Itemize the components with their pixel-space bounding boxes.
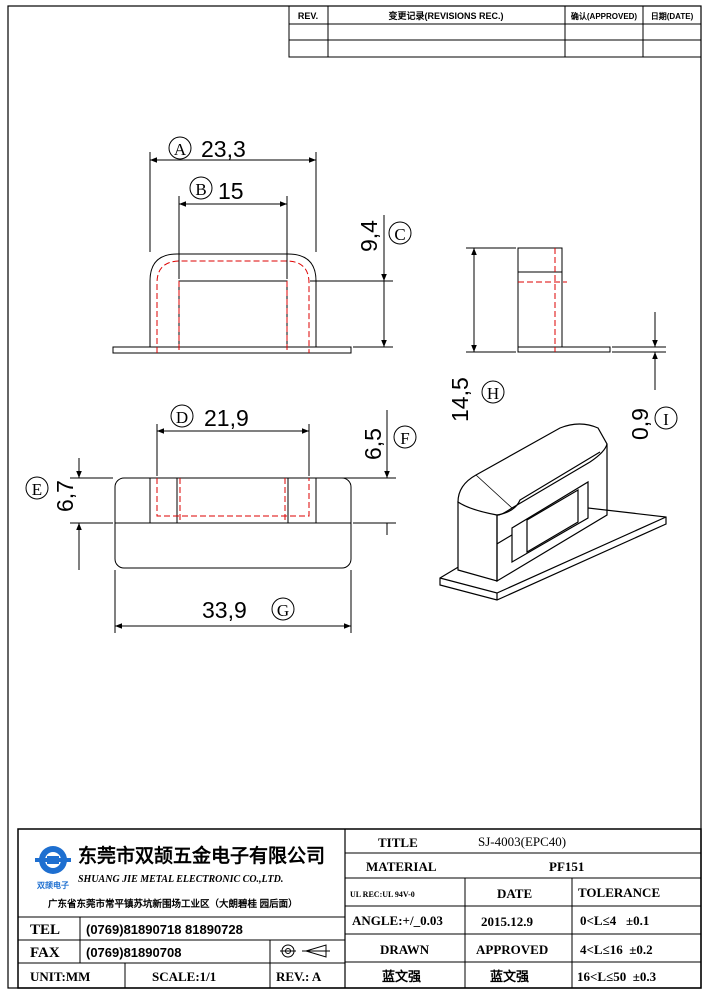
dimension-a: A 23,3 bbox=[149, 136, 317, 252]
tolerance-row-2: 4<L≤16 ±0.2 bbox=[580, 942, 653, 957]
dimension-f: 6,5 F bbox=[318, 410, 417, 535]
dimension-h-value: 14,5 bbox=[447, 377, 473, 422]
scale-label: SCALE:1/1 bbox=[152, 969, 216, 984]
fax-label: FAX bbox=[30, 945, 60, 961]
title-value: SJ-4003(EPC40) bbox=[478, 834, 566, 849]
dimension-f-value: 6,5 bbox=[360, 428, 386, 460]
unit-label: UNIT:MM bbox=[30, 969, 90, 984]
dimension-c-value: 9,4 bbox=[356, 220, 382, 252]
side-view bbox=[517, 247, 611, 353]
tel-value: (0769)81890718 81890728 bbox=[86, 922, 243, 937]
dimension-b: B 15 bbox=[178, 176, 288, 279]
title-block: 双颉电子 东莞市双颉五金电子有限公司 SHUANG JIE METAL ELEC… bbox=[17, 828, 702, 989]
dimension-e: 6,7 E bbox=[25, 458, 113, 570]
drawn-value: 蓝文强 bbox=[382, 969, 421, 984]
tel-label: TEL bbox=[30, 922, 60, 938]
dimension-f-letter: F bbox=[400, 429, 409, 448]
material-label: MATERIAL bbox=[366, 859, 437, 874]
tolerance-row-3: 16<L≤50 ±0.3 bbox=[577, 969, 657, 984]
record-column-header: 变更记录(REVISIONS REC.) bbox=[388, 10, 503, 21]
approved-column-header: 确认(APPROVED) bbox=[571, 11, 638, 21]
dimension-g: 33,9 G bbox=[114, 570, 352, 633]
date-label: DATE bbox=[497, 886, 532, 901]
top-view bbox=[114, 477, 352, 569]
company-address: 广东省东莞市常平镇苏坑新围场工业区（大朗碧桂 园后面） bbox=[48, 898, 298, 910]
dimension-h-letter: H bbox=[487, 384, 499, 403]
date-column-header: 日期(DATE) bbox=[651, 11, 694, 21]
dimension-c-letter: C bbox=[394, 225, 405, 244]
dimension-c: 9,4 C bbox=[310, 215, 412, 348]
isometric-view bbox=[439, 423, 667, 601]
tolerance-label: TOLERANCE bbox=[578, 885, 660, 900]
tolerance-row-1: 0<L≤4 ±0.1 bbox=[580, 913, 649, 928]
front-view bbox=[112, 253, 352, 354]
dimension-e-letter: E bbox=[32, 480, 42, 499]
dimension-g-letter: G bbox=[277, 601, 289, 620]
dimension-i-letter: I bbox=[663, 410, 669, 429]
dimension-g-value: 33,9 bbox=[202, 597, 247, 623]
dimension-e-value: 6,7 bbox=[52, 480, 78, 512]
approved-value: 蓝文强 bbox=[490, 969, 529, 984]
title-label: TITLE bbox=[378, 835, 418, 850]
date-value: 2015.12.9 bbox=[481, 914, 534, 929]
dimension-i-value: 0,9 bbox=[627, 408, 653, 440]
rev-column-header: REV. bbox=[298, 11, 318, 21]
approved-label: APPROVED bbox=[476, 942, 548, 957]
dimension-h: 14,5 H bbox=[447, 247, 516, 422]
dimension-b-value: 15 bbox=[218, 178, 244, 204]
company-name-en: SHUANG JIE METAL ELECTRONIC CO.,LTD. bbox=[78, 874, 283, 885]
dimension-d-value: 21,9 bbox=[204, 405, 249, 431]
dimension-d-letter: D bbox=[176, 408, 188, 427]
angle-tolerance: ANGLE:+/_0.03 bbox=[352, 913, 443, 928]
revision-table: REV. 变更记录(REVISIONS REC.) 确认(APPROVED) 日… bbox=[288, 5, 702, 58]
dimension-d: D 21,9 bbox=[156, 404, 310, 476]
dimension-a-letter: A bbox=[174, 140, 187, 159]
logo-text: 双颉电子 bbox=[37, 880, 69, 890]
dimension-a-value: 23,3 bbox=[201, 136, 246, 162]
fax-value: (0769)81890708 bbox=[86, 945, 181, 960]
projection-symbol-icon bbox=[280, 944, 330, 958]
dimension-i: 0,9 I bbox=[612, 312, 678, 440]
dimension-b-letter: B bbox=[195, 180, 206, 199]
ul-rec: UL REC:UL 94V-0 bbox=[350, 890, 415, 899]
drawing-border bbox=[7, 5, 702, 989]
drawn-label: DRAWN bbox=[380, 942, 430, 957]
material-value: PF151 bbox=[549, 859, 584, 874]
rev-label: REV.: A bbox=[276, 969, 322, 984]
company-logo bbox=[35, 846, 71, 874]
company-name-cn: 东莞市双颉五金电子有限公司 bbox=[78, 844, 325, 867]
